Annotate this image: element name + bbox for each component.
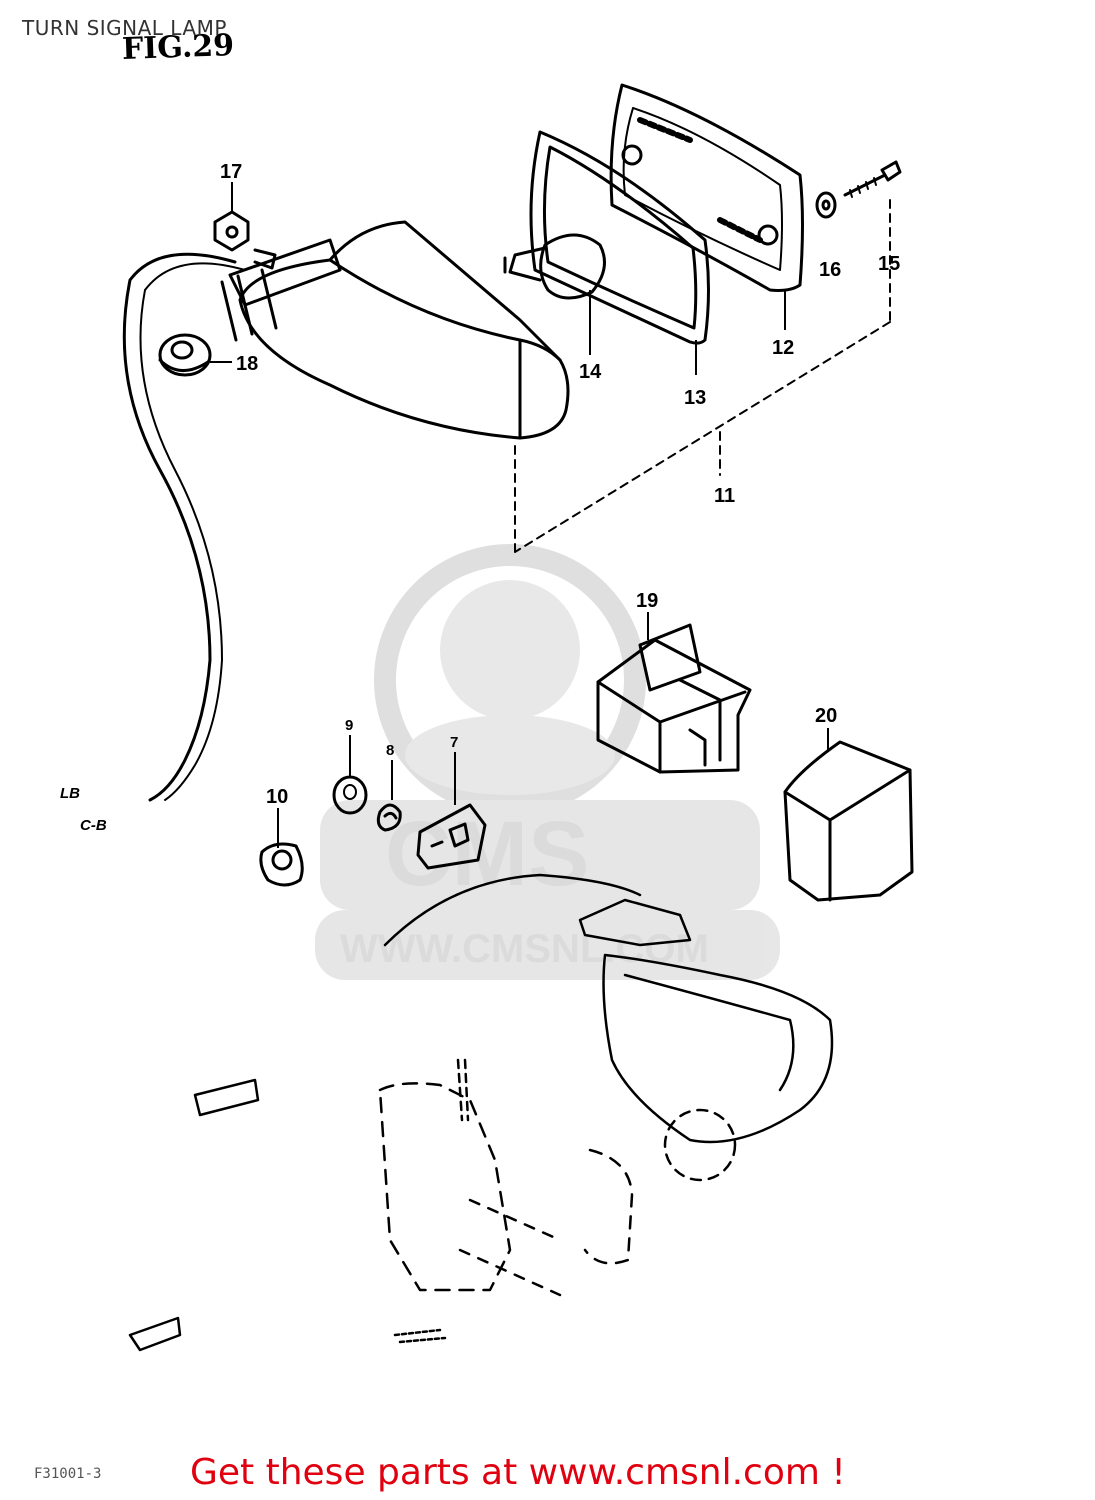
flasher-relay-part	[596, 623, 752, 774]
lens-cover-part	[609, 83, 804, 292]
watermark-brand: CMS	[385, 803, 589, 905]
figure-code: F31001-3	[34, 1466, 102, 1482]
part-number-10: 10	[266, 786, 288, 808]
turn-signal-housing-part	[220, 220, 570, 440]
part-number-13: 13	[684, 387, 706, 409]
part-number-18: 18	[236, 353, 258, 375]
part-number-7: 7	[450, 734, 458, 751]
get-parts-link[interactable]: Get these parts at www.cmsnl.com !	[190, 1452, 846, 1493]
cms-watermark: CMS WWW.CMSNL.COM	[315, 544, 780, 980]
watermark-url: WWW.CMSNL.COM	[340, 927, 709, 971]
part-number-19: 19	[636, 590, 658, 612]
bulb-part	[503, 233, 606, 300]
part-number-12: 12	[772, 337, 794, 359]
part-number-14: 14	[579, 361, 602, 383]
wire-label-upper: LB	[60, 785, 80, 802]
leader-lines-11	[514, 321, 891, 553]
part-number-15: 15	[878, 253, 900, 275]
grommet-part	[158, 333, 212, 377]
washer-part	[815, 191, 837, 219]
screw-part	[843, 160, 902, 198]
gasket-part	[529, 130, 710, 345]
rear-lamp-assembly	[128, 873, 834, 1352]
signal-wire	[122, 252, 237, 802]
part-number-17: 17	[220, 161, 242, 183]
relay-part	[783, 740, 914, 902]
grommet-small-part	[259, 842, 304, 887]
part-number-11: 11	[714, 485, 735, 507]
part-number-16: 16	[819, 259, 841, 281]
wire-label-lower: C-B	[80, 817, 107, 834]
page-title: TURN SIGNAL LAMP	[22, 16, 227, 40]
bracket-part	[416, 803, 487, 870]
part-number-9: 9	[345, 717, 353, 734]
part-number-8: 8	[386, 742, 394, 759]
clamp-part	[376, 803, 402, 832]
part-number-20: 20	[815, 705, 837, 727]
